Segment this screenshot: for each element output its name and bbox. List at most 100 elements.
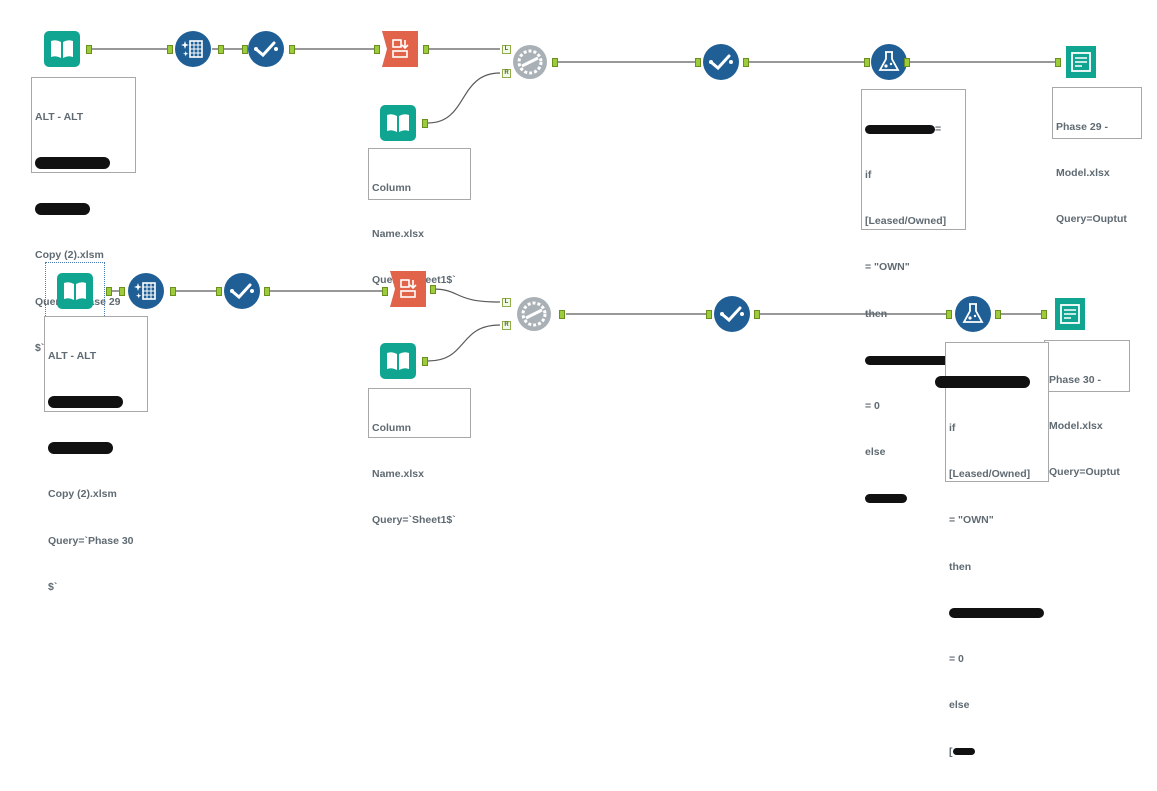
input-anchor[interactable] bbox=[216, 287, 222, 296]
join-gear-icon bbox=[517, 297, 551, 331]
redacted-text bbox=[35, 156, 132, 171]
sort-tool[interactable] bbox=[382, 31, 418, 67]
formula-annotation: = if [Leased/Owned] = "OWN" then = 0 els… bbox=[861, 89, 966, 504]
select-tool[interactable] bbox=[703, 44, 739, 80]
output-anchor[interactable] bbox=[743, 58, 749, 67]
anno-line: $` bbox=[48, 580, 58, 593]
anno-line: $` bbox=[35, 341, 45, 354]
output-annotation: Phase 29 - Model.xlsx Query=Ouptut bbox=[1052, 87, 1142, 225]
input-data-tool[interactable] bbox=[380, 105, 416, 141]
select-tool[interactable] bbox=[224, 273, 260, 309]
input-data-tool[interactable] bbox=[380, 343, 416, 379]
sort-icon bbox=[390, 271, 426, 307]
output-anchor[interactable] bbox=[423, 45, 429, 54]
input-annotation: ALT - ALT Copy (2).xlsm Query=`Phase 30 … bbox=[44, 316, 148, 593]
output-anchor[interactable] bbox=[904, 58, 910, 67]
output-data-tool[interactable] bbox=[1063, 44, 1099, 80]
anno-line: ALT - ALT bbox=[48, 349, 97, 362]
input-data-tool[interactable] bbox=[44, 31, 80, 67]
anno-line: Query=Ouptut bbox=[1056, 213, 1127, 226]
output-anchor[interactable] bbox=[106, 287, 112, 296]
redacted-text bbox=[48, 441, 144, 456]
anno-line: [Leased/Owned] bbox=[865, 215, 947, 228]
output-anchor[interactable] bbox=[264, 287, 270, 296]
book-icon bbox=[44, 31, 80, 67]
output-anchor[interactable] bbox=[289, 45, 295, 54]
connection-wires bbox=[92, 48, 1055, 362]
anno-line: = 0 bbox=[865, 400, 880, 413]
output-anchor[interactable] bbox=[218, 45, 224, 54]
anno-line: = 0 bbox=[949, 653, 964, 666]
redacted-text bbox=[865, 492, 962, 507]
join-left-anchor[interactable]: L bbox=[502, 298, 511, 307]
output-anchor[interactable] bbox=[422, 357, 428, 366]
output-file-icon bbox=[1055, 298, 1085, 330]
anno-line: Query=`Sheet1$` bbox=[372, 514, 456, 527]
output-anchor[interactable] bbox=[422, 119, 428, 128]
anno-line: Query=`Phase 30 bbox=[48, 534, 134, 547]
anno-line: = "OWN" bbox=[949, 514, 994, 527]
output-data-tool[interactable] bbox=[1052, 296, 1088, 332]
select-tool[interactable] bbox=[248, 31, 284, 67]
anno-line: ALT - ALT bbox=[35, 110, 84, 123]
output-anchor[interactable] bbox=[552, 58, 558, 67]
input-anchor[interactable] bbox=[706, 310, 712, 319]
multi-field-tool[interactable] bbox=[128, 273, 164, 309]
anno-line: = bbox=[865, 122, 962, 137]
sort-tool[interactable] bbox=[390, 271, 426, 307]
anno-line: if bbox=[949, 422, 956, 435]
input-anchor[interactable] bbox=[864, 58, 870, 67]
anno-line: Column bbox=[372, 181, 412, 194]
redacted-text bbox=[35, 202, 132, 217]
input-anchor[interactable] bbox=[167, 45, 173, 54]
output-anchor[interactable] bbox=[430, 285, 436, 294]
input-anchor[interactable] bbox=[382, 287, 388, 296]
formula-tool[interactable] bbox=[955, 296, 991, 332]
output-anchor[interactable] bbox=[170, 287, 176, 296]
anno-line: Phase 30 - bbox=[1049, 373, 1101, 386]
input-anchor[interactable] bbox=[946, 310, 952, 319]
multi-field-tool[interactable] bbox=[175, 31, 211, 67]
anno-line: then bbox=[865, 307, 888, 320]
join-gear-icon bbox=[513, 45, 547, 79]
column-input-annotation: Column Name.xlsx Query=`Sheet1$` bbox=[368, 148, 471, 286]
input-anchor[interactable] bbox=[374, 45, 380, 54]
column-input-annotation: Column Name.xlsx Query=`Sheet1$` bbox=[368, 388, 471, 526]
join-left-anchor[interactable]: L bbox=[502, 45, 511, 54]
join-tool[interactable] bbox=[512, 44, 548, 80]
checkmark-icon bbox=[224, 273, 260, 309]
join-right-anchor[interactable]: R bbox=[502, 321, 511, 330]
book-icon bbox=[380, 105, 416, 141]
output-anchor[interactable] bbox=[86, 45, 92, 54]
anno-line: = "OWN" bbox=[865, 261, 910, 274]
output-anchor[interactable] bbox=[754, 310, 760, 319]
anno-line: Column bbox=[372, 421, 412, 434]
anno-line: else bbox=[865, 446, 886, 459]
input-anchor[interactable] bbox=[695, 58, 701, 67]
anno-line: Model.xlsx bbox=[1049, 420, 1103, 433]
redacted-text bbox=[865, 353, 962, 368]
anno-line: [ bbox=[949, 745, 1045, 760]
anno-line: [Leased/Owned] bbox=[949, 468, 1031, 481]
sparkle-table-icon bbox=[128, 273, 164, 309]
input-anchor[interactable] bbox=[242, 45, 248, 54]
checkmark-icon bbox=[248, 31, 284, 67]
select-tool[interactable] bbox=[714, 296, 750, 332]
checkmark-icon bbox=[714, 296, 750, 332]
input-anchor[interactable] bbox=[1055, 58, 1061, 67]
input-anchor[interactable] bbox=[119, 287, 125, 296]
output-file-icon bbox=[1066, 46, 1096, 78]
input-anchor[interactable] bbox=[1041, 310, 1047, 319]
join-right-anchor[interactable]: R bbox=[502, 69, 511, 78]
formula-tool[interactable] bbox=[871, 44, 907, 80]
input-data-tool[interactable] bbox=[57, 273, 93, 309]
workflow-canvas[interactable]: L R ALT - bbox=[0, 0, 1157, 758]
anno-line: Name.xlsx bbox=[372, 468, 424, 481]
flask-icon bbox=[955, 296, 991, 332]
anno-line: Phase 29 - bbox=[1056, 120, 1108, 133]
anno-line: else bbox=[949, 699, 970, 712]
output-anchor[interactable] bbox=[995, 310, 1001, 319]
anno-line: Copy (2).xlsm bbox=[48, 488, 117, 501]
join-tool[interactable] bbox=[516, 296, 552, 332]
output-anchor[interactable] bbox=[559, 310, 565, 319]
